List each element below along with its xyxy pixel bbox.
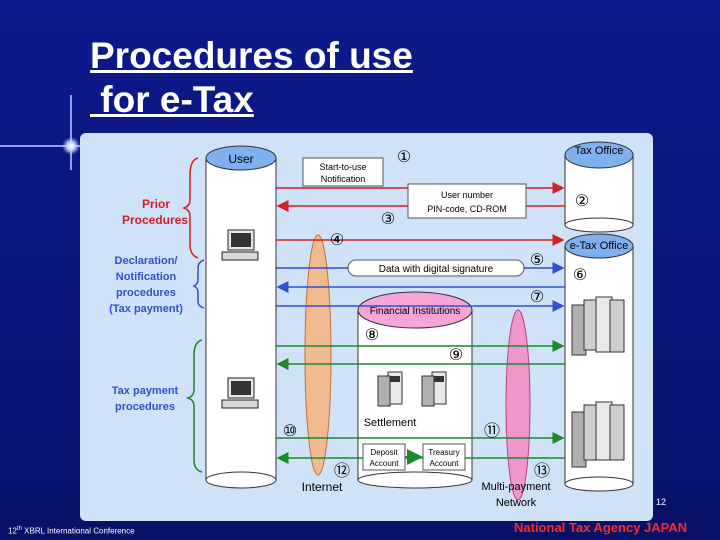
step-4: ④ [330,232,344,249]
deposit-account-box [362,443,406,471]
fi-server-icon-1 [377,371,403,407]
tax-office-cylinder [564,141,634,233]
step-10: ⑩ [283,423,297,440]
internet-ellipse [304,234,332,476]
step-13: ⑬ [534,462,550,480]
footer-agency: National Tax Agency JAPAN [514,520,688,535]
step-3: ③ [381,211,395,228]
internet-label: Internet [302,480,343,494]
step-9: ⑨ [449,347,463,364]
step-6: ⑥ [573,267,587,284]
tax-office-label: Tax Office [575,145,624,157]
financial-institutions-label: Financial Institutions [370,306,461,317]
treasury-account-box [422,443,466,471]
sparkle-icon [62,137,80,155]
step-12: ⑫ [334,462,350,480]
multipayment-ellipse [505,309,531,501]
step-5: ⑤ [530,252,544,269]
fi-server-icon-2 [421,371,447,407]
user-cylinder [205,145,277,489]
slide-title: Procedures of use for e-Tax [90,34,413,122]
step-1: ① [397,149,411,166]
user-label: User [228,152,253,166]
step-11: ⑪ [484,422,500,440]
pc-icon-1 [221,229,259,261]
footer-conference: 12th XBRL International Conference [8,526,135,536]
step-7: ⑦ [530,289,544,306]
decorative-line-vertical [70,95,72,170]
prior-bracket [181,157,199,259]
declaration-bracket [192,259,205,309]
page-number: 12 [656,497,667,507]
step-8: ⑧ [365,327,379,344]
pc-icon-2 [221,377,259,409]
title-line-1: Procedures of use [90,35,413,76]
etax-server-cluster-1 [571,296,625,356]
decorative-line-horizontal [0,145,82,147]
etax-office-label: e-Tax Office [570,240,629,252]
settlement-label: Settlement [364,417,417,429]
title-line-2: for e-Tax [90,79,254,120]
step-2: ② [575,193,589,210]
data-signature-box: Data with digital signature [347,259,525,277]
etax-server-cluster-2 [571,401,625,468]
tax-payment-bracket [185,339,203,473]
svg-text:Data with digital signature: Data with digital signature [379,264,494,275]
